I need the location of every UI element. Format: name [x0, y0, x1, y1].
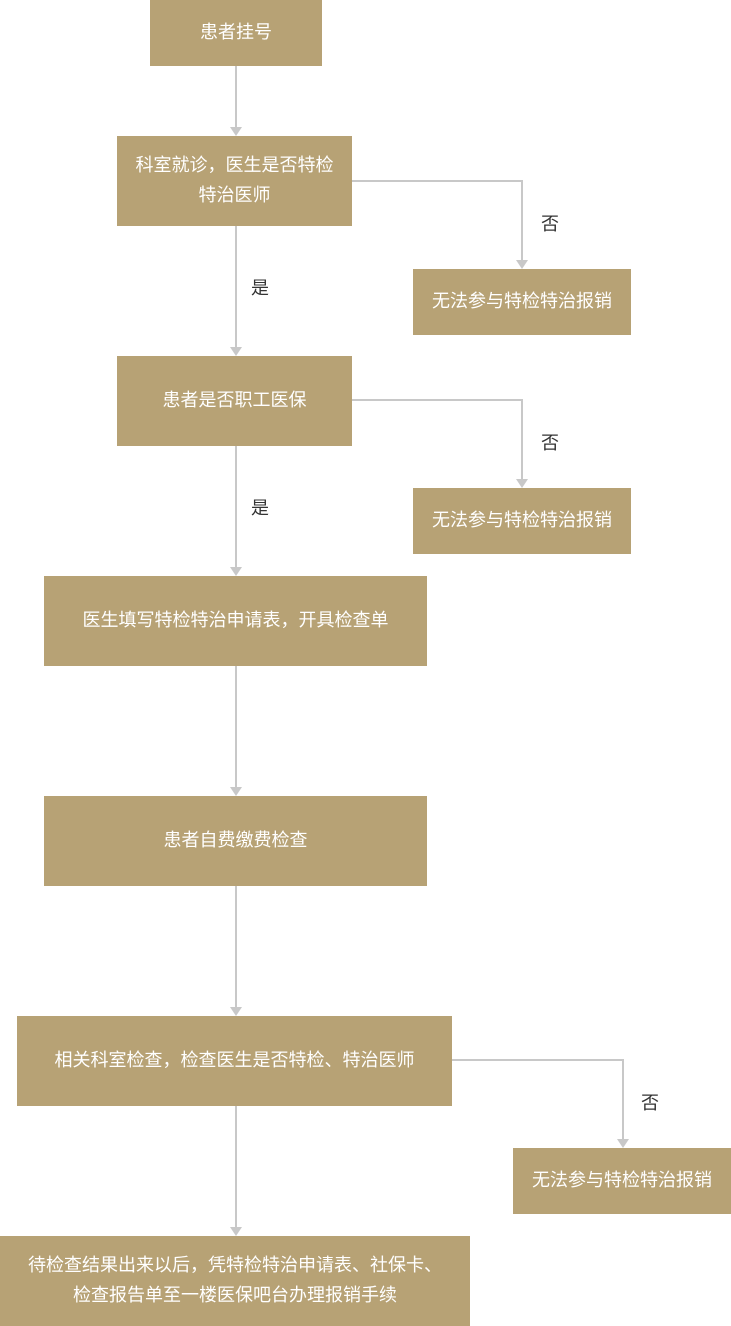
no-label-2: 否 [541, 433, 559, 454]
step-register: 患者挂号 [150, 0, 322, 66]
yes-label-1: 是 [251, 278, 269, 299]
connector-step5-to-step6 [230, 886, 242, 1016]
connector-step6-to-reject3 [452, 1059, 629, 1148]
step-insurance-check: 患者是否职工医保 [117, 356, 352, 446]
step-fill-application: 医生填写特检特治申请表，开具检查单 [44, 576, 427, 666]
step-reimbursement-line1: 待检查结果出来以后，凭特检特治申请表、社保卡、 [28, 1255, 442, 1276]
step-register-text: 患者挂号 [200, 22, 272, 43]
connector-step4-to-step5 [230, 666, 242, 796]
reject-box-2-text: 无法参与特检特治报销 [432, 510, 612, 531]
step-self-pay-text: 患者自费缴费检查 [163, 830, 308, 851]
yes-label-2: 是 [251, 498, 269, 519]
connector-step3-to-reject2 [352, 399, 528, 488]
reject-box-1: 无法参与特检特治报销 [413, 269, 631, 335]
step-department-visit-line1: 科室就诊，医生是否特检 [135, 155, 334, 176]
no-label-1: 否 [541, 214, 559, 235]
step-reimbursement: 待检查结果出来以后，凭特检特治申请表、社保卡、 检查报告单至一楼医保吧台办理报销… [0, 1236, 470, 1326]
step-related-exam-text: 相关科室检查，检查医生是否特检、特治医师 [54, 1050, 415, 1071]
reject-box-1-text: 无法参与特检特治报销 [432, 291, 612, 312]
reject-box-3-text: 无法参与特检特治报销 [532, 1170, 712, 1191]
connector-step1-to-step2 [230, 66, 242, 136]
connector-step3-to-step4 [230, 446, 242, 576]
step-reimbursement-text: 待检查结果出来以后，凭特检特治申请表、社保卡、 检查报告单至一楼医保吧台办理报销… [28, 1251, 442, 1311]
step-fill-application-text: 医生填写特检特治申请表，开具检查单 [82, 610, 389, 631]
step-insurance-check-text: 患者是否职工医保 [162, 390, 307, 411]
no-label-3: 否 [641, 1093, 659, 1114]
step-department-visit-text: 科室就诊，医生是否特检 特治医师 [136, 151, 334, 211]
reject-box-3: 无法参与特检特治报销 [513, 1148, 731, 1214]
reject-box-2: 无法参与特检特治报销 [413, 488, 631, 554]
step-department-visit: 科室就诊，医生是否特检 特治医师 [117, 136, 352, 226]
connector-step2-to-reject1 [352, 180, 528, 269]
step-reimbursement-line2: 检查报告单至一楼医保吧台办理报销手续 [73, 1285, 397, 1306]
step-self-pay: 患者自费缴费检查 [44, 796, 427, 886]
step-department-visit-line2: 特治医师 [198, 185, 271, 206]
step-related-exam: 相关科室检查，检查医生是否特检、特治医师 [17, 1016, 452, 1106]
connector-step2-to-step3 [230, 226, 242, 356]
connector-step6-to-step7 [230, 1106, 242, 1236]
